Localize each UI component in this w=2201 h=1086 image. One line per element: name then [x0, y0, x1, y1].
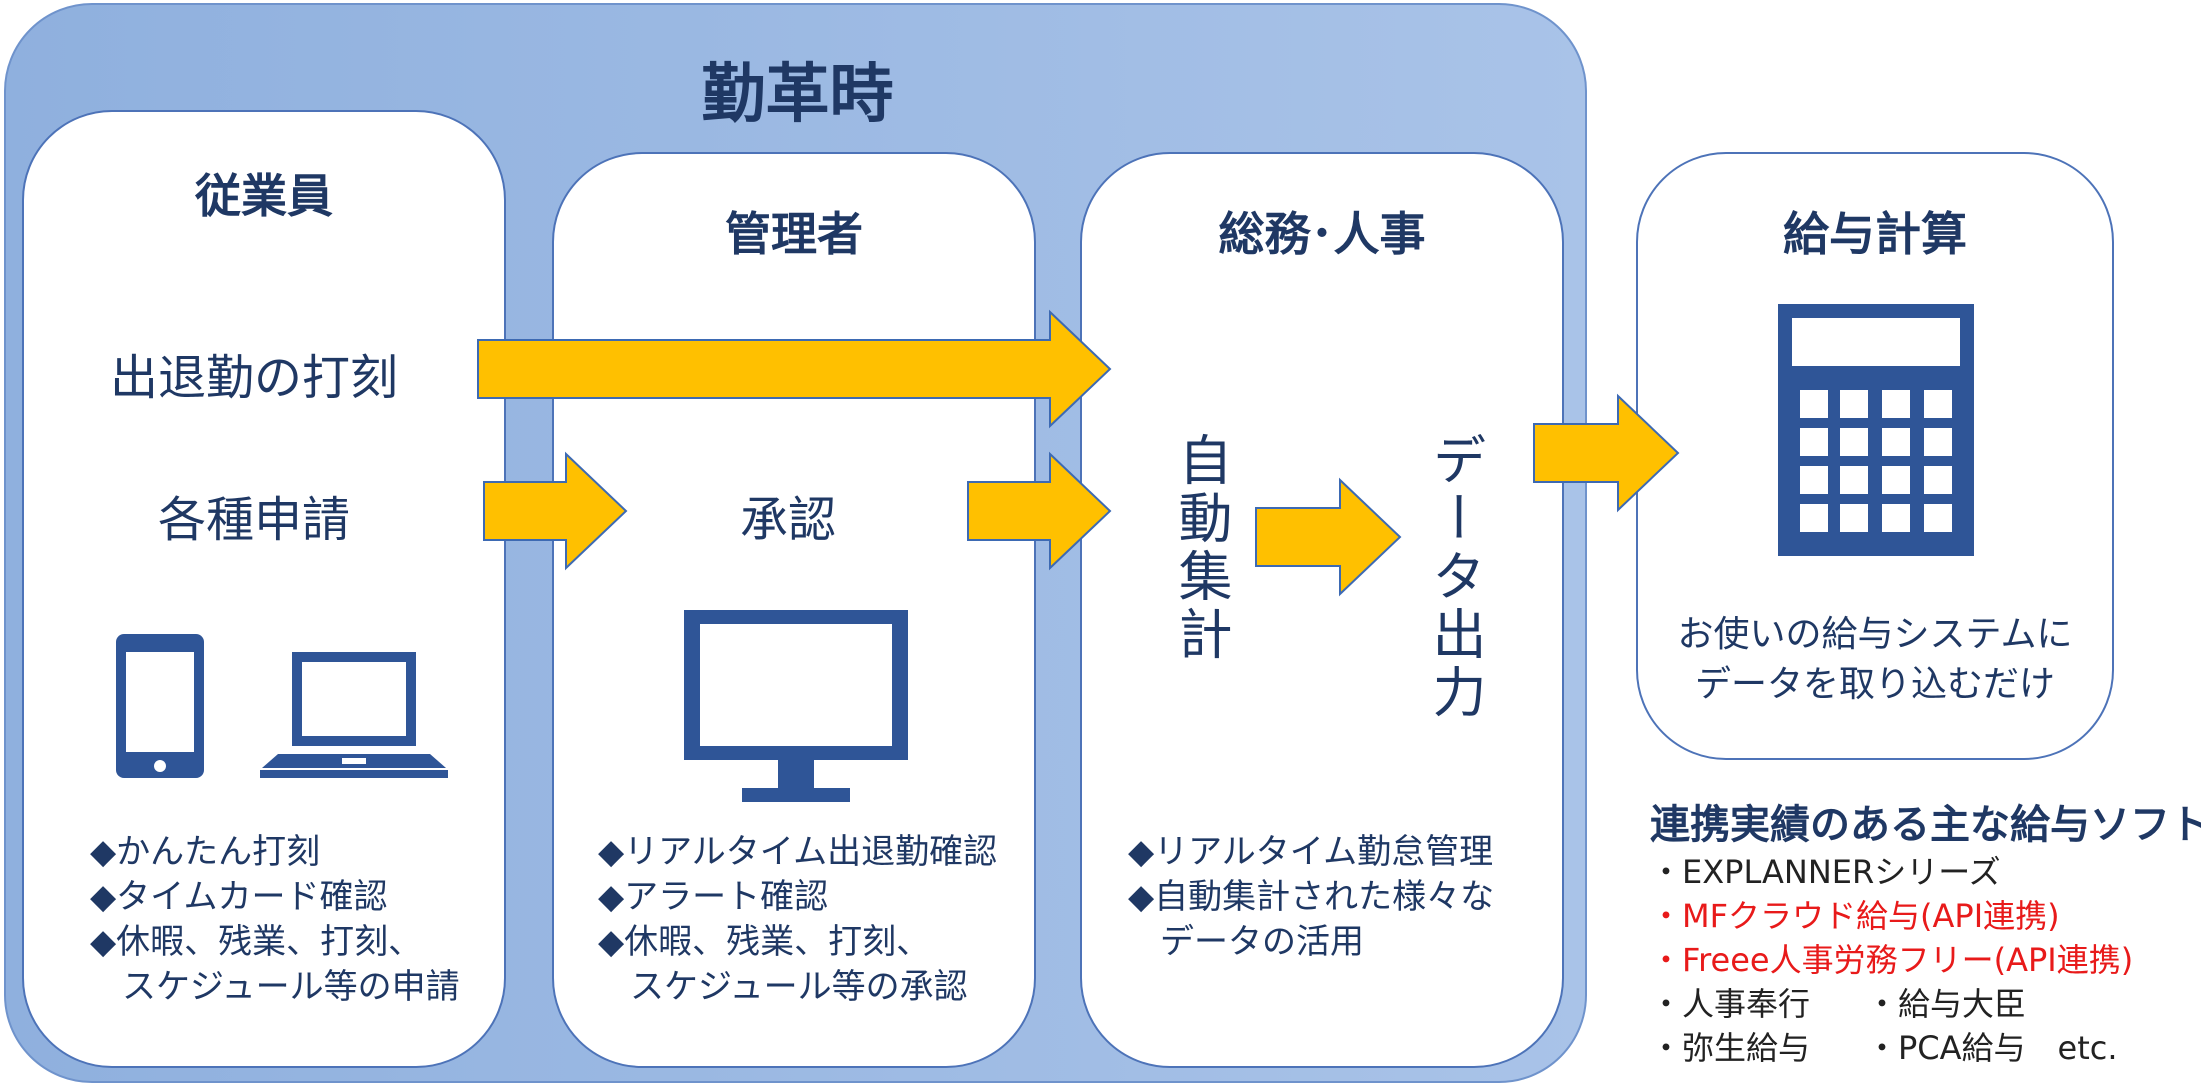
- employee-title: 従業員: [195, 169, 333, 223]
- system-title: 勤革時: [701, 58, 894, 132]
- manager-feature-1: ◆リアルタイム出退勤確認: [598, 832, 998, 872]
- software-title: 連携実績のある主な給与ソフト: [1650, 802, 2201, 848]
- arrow-hr-to-payroll: [1533, 393, 1680, 513]
- hr-feature-1: ◆リアルタイム勤怠管理: [1128, 832, 1494, 872]
- auto-aggregation-label: 自動集計: [1164, 432, 1232, 682]
- hr-title: 総務･人事: [1218, 207, 1426, 261]
- software-item-freee: ・Freee人事労務フリー(API連携): [1650, 941, 2134, 979]
- software-item-explanner: ・EXPLANNERシリーズ: [1650, 853, 2001, 891]
- laptop-icon: [260, 652, 448, 778]
- supported-software: 連携実績のある主な給与ソフト ・EXPLANNERシリーズ ・MFクラウド給与(…: [1650, 792, 2201, 1070]
- payroll-card: 給与計算 お使いの給与システムに データを取り込むだけ: [1636, 152, 2114, 760]
- manager-title: 管理者: [725, 207, 863, 261]
- hr-features: ◆リアルタイム勤怠管理 ◆自動集計された様々な データの活用: [1128, 830, 1494, 965]
- monitor-icon: [684, 610, 908, 802]
- hr-feature-3: データの活用: [1160, 922, 1364, 962]
- software-item-kyuyo-daijin: ・給与大臣: [1866, 985, 2027, 1023]
- arrow-manager-to-hr: [967, 451, 1112, 571]
- software-item-mf: ・MFクラウド給与(API連携): [1650, 897, 2060, 935]
- manager-features: ◆リアルタイム出退勤確認 ◆アラート確認 ◆休暇、残業、打刻、 スケジュール等の…: [598, 830, 997, 1010]
- software-item-jinji-bugyo: ・人事奉行: [1650, 985, 1811, 1023]
- software-pair-2: ・弥生給与 ・PCA給与 etc.: [1650, 1026, 2201, 1070]
- employee-features: ◆かんたん打刻 ◆タイムカード確認 ◆休暇、残業、打刻、 スケジュール等の申請: [90, 830, 460, 1010]
- arrow-employee-to-hr: [477, 309, 1112, 429]
- clock-in-out-label: 出退勤の打刻: [110, 350, 399, 406]
- software-pair-1: ・人事奉行 ・給与大臣: [1650, 982, 2201, 1026]
- arrow-employee-to-manager: [483, 451, 628, 571]
- payroll-title: 給与計算: [1783, 207, 1967, 261]
- smartphone-icon: [116, 634, 204, 778]
- approval-label: 承認: [740, 492, 837, 548]
- auto-aggregation-text: 自動集計: [1169, 432, 1232, 664]
- payroll-caption: お使いの給与システムに データを取り込むだけ: [1638, 610, 2112, 710]
- payroll-caption-line-2: データを取り込むだけ: [1694, 664, 2055, 705]
- requests-label: 各種申請: [158, 492, 351, 548]
- employee-feature-3: ◆休暇、残業、打刻、: [90, 922, 423, 962]
- software-item-yayoi: ・弥生給与: [1650, 1029, 1811, 1067]
- employee-card: 従業員: [22, 110, 506, 1068]
- employee-feature-2: ◆タイムカード確認: [90, 877, 388, 917]
- manager-feature-4: スケジュール等の承認: [630, 967, 968, 1007]
- employee-feature-1: ◆かんたん打刻: [90, 832, 321, 872]
- employee-feature-4: スケジュール等の申請: [122, 967, 460, 1007]
- hr-feature-2: ◆自動集計された様々な: [1128, 877, 1495, 917]
- data-output-label: データ出力: [1418, 432, 1486, 740]
- data-output-text: データ出力: [1423, 432, 1486, 722]
- arrow-aggregation-to-output: [1255, 477, 1402, 597]
- payroll-caption-line-1: お使いの給与システムに: [1677, 614, 2073, 655]
- hr-card: 総務･人事: [1080, 152, 1564, 1068]
- software-item-pca: ・PCA給与 etc.: [1866, 1029, 2118, 1067]
- manager-feature-3: ◆休暇、残業、打刻、: [598, 922, 931, 962]
- manager-feature-2: ◆アラート確認: [598, 877, 829, 917]
- calculator-icon: [1778, 304, 1974, 556]
